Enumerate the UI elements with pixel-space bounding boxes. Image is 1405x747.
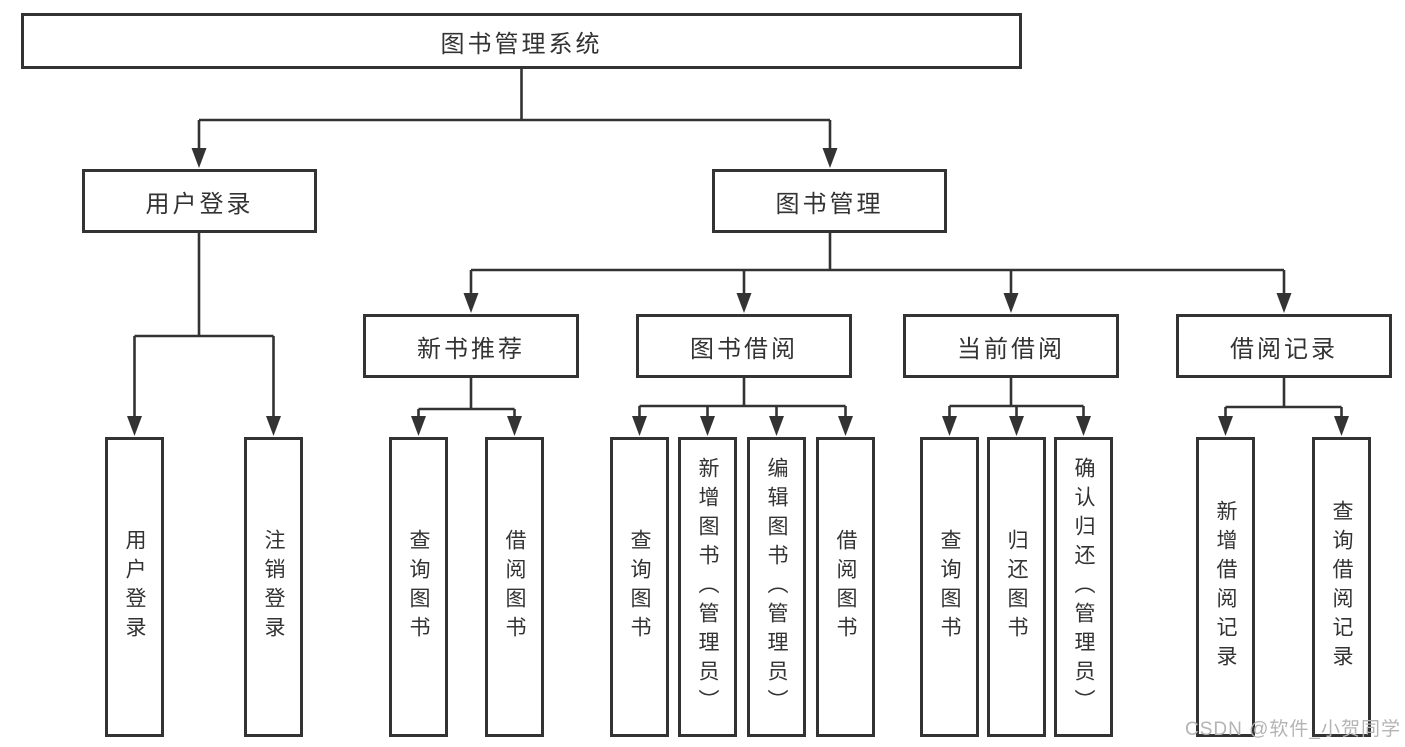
leaf-query-books-current: 查询图书 <box>920 437 979 737</box>
leaf-add-book-admin: 新增图书（管理员） <box>678 437 737 737</box>
leaf-add-borrow-record: 新增借阅记录 <box>1196 437 1255 737</box>
watermark: CSDN @软件_小贺同学 <box>1185 719 1401 740</box>
leaf-user-login: 用户登录 <box>105 437 164 737</box>
node-new-book-recommend: 新书推荐 <box>363 314 579 378</box>
node-borrow-records: 借阅记录 <box>1176 314 1392 378</box>
leaf-query-books-recommend: 查询图书 <box>389 437 448 737</box>
leaf-query-borrow-record: 查询借阅记录 <box>1312 437 1371 737</box>
node-user-login: 用户登录 <box>82 169 317 233</box>
node-book-borrow: 图书借阅 <box>636 314 852 378</box>
node-library-management-system: 图书管理系统 <box>21 13 1022 69</box>
node-book-management: 图书管理 <box>712 169 947 233</box>
leaf-confirm-return-admin: 确认归还（管理员） <box>1054 437 1113 737</box>
node-current-borrow: 当前借阅 <box>903 314 1119 378</box>
leaf-borrow-books-recommend: 借阅图书 <box>485 437 544 737</box>
leaf-logout: 注销登录 <box>244 437 303 737</box>
leaf-return-books: 归还图书 <box>987 437 1046 737</box>
leaf-edit-book-admin: 编辑图书（管理员） <box>747 437 806 737</box>
leaf-borrow-books: 借阅图书 <box>816 437 875 737</box>
leaf-query-books-borrow: 查询图书 <box>610 437 669 737</box>
